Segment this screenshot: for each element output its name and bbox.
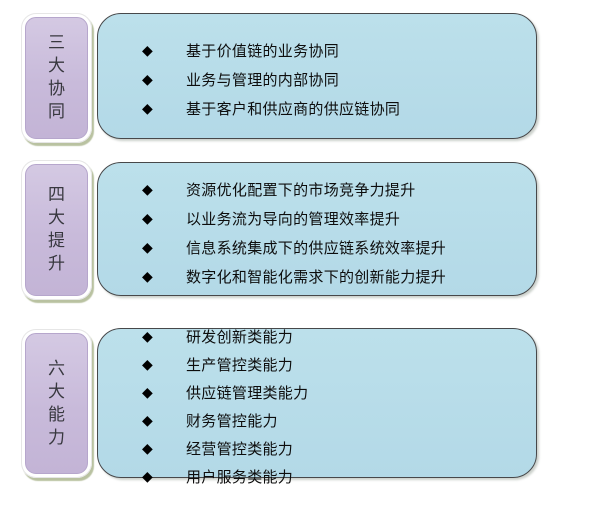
diamond-bullet-icon: ◆ — [142, 385, 153, 401]
list-item: ◆ 供应链管理类能力 — [142, 383, 520, 403]
bullet-text: 财务管控能力 — [186, 412, 278, 430]
label-inner-panel: 六大能力 — [25, 333, 88, 474]
section-label-six-capabilities: 六大能力 — [47, 358, 65, 448]
list-item: ◆ 生产管控类能力 — [142, 355, 520, 375]
bullet-text: 数字化和智能化需求下的创新能力提升 — [186, 267, 447, 286]
diamond-bullet-icon: ◆ — [142, 101, 153, 117]
section-label-three-collaborations: 三大协同 — [47, 33, 65, 122]
list-item: ◆ 财务管控能力 — [142, 411, 520, 431]
label-box-six-capabilities: 六大能力 — [21, 329, 92, 478]
label-inner-panel: 三大协同 — [25, 17, 88, 139]
bullet-text: 资源优化配置下的市场竞争力提升 — [186, 180, 416, 199]
diamond-bullet-icon: ◆ — [142, 329, 153, 345]
content-box-six-capabilities: ◆ 研发创新类能力 ◆ 生产管控类能力 ◆ 供应链管理类能力 ◆ 财务管控能力 … — [97, 328, 537, 486]
list-item: ◆ 用户服务类能力 — [142, 467, 520, 487]
diamond-bullet-icon: ◆ — [142, 413, 153, 429]
diamond-bullet-icon: ◆ — [142, 181, 153, 198]
bullet-text: 用户服务类能力 — [186, 468, 294, 486]
list-item: ◆ 数字化和智能化需求下的创新能力提升 — [142, 267, 520, 287]
label-inner-panel: 四大提升 — [25, 164, 88, 296]
bullet-text: 业务与管理的内部协同 — [186, 71, 340, 89]
section-label-four-improvements: 四大提升 — [47, 185, 65, 274]
diamond-bullet-icon: ◆ — [142, 239, 153, 256]
label-box-four-improvements: 四大提升 — [21, 160, 92, 300]
diamond-bullet-icon: ◆ — [142, 43, 153, 59]
label-box-three-collaborations: 三大协同 — [21, 13, 92, 143]
bullet-text: 基于客户和供应商的供应链协同 — [186, 100, 401, 118]
list-item: ◆ 基于客户和供应商的供应链协同 — [142, 99, 520, 119]
bullet-list: ◆ 基于价值链的业务协同 ◆ 业务与管理的内部协同 ◆ 基于客户和供应商的供应链… — [142, 41, 520, 119]
list-item: ◆ 资源优化配置下的市场竞争力提升 — [142, 180, 520, 200]
bullet-text: 信息系统集成下的供应链系统效率提升 — [186, 238, 447, 257]
list-item: ◆ 信息系统集成下的供应链系统效率提升 — [142, 238, 520, 258]
bullet-text: 以业务流为导向的管理效率提升 — [186, 209, 401, 228]
diamond-bullet-icon: ◆ — [142, 469, 153, 485]
diamond-bullet-icon: ◆ — [142, 72, 153, 88]
bullet-text: 经营管控类能力 — [186, 440, 294, 458]
diamond-bullet-icon: ◆ — [142, 210, 153, 227]
content-box-four-improvements: ◆ 资源优化配置下的市场竞争力提升 ◆ 以业务流为导向的管理效率提升 ◆ 信息系… — [97, 162, 537, 296]
list-item: ◆ 基于价值链的业务协同 — [142, 41, 520, 61]
bullet-text: 生产管控类能力 — [186, 356, 294, 374]
bullet-text: 研发创新类能力 — [186, 328, 294, 346]
content-box-three-collaborations: ◆ 基于价值链的业务协同 ◆ 业务与管理的内部协同 ◆ 基于客户和供应商的供应链… — [97, 13, 537, 139]
list-item: ◆ 经营管控类能力 — [142, 439, 520, 459]
bullet-text: 供应链管理类能力 — [186, 384, 309, 402]
diamond-bullet-icon: ◆ — [142, 268, 153, 285]
bullet-list: ◆ 研发创新类能力 ◆ 生产管控类能力 ◆ 供应链管理类能力 ◆ 财务管控能力 … — [142, 327, 520, 487]
list-item: ◆ 以业务流为导向的管理效率提升 — [142, 209, 520, 229]
list-item: ◆ 业务与管理的内部协同 — [142, 70, 520, 90]
diamond-bullet-icon: ◆ — [142, 357, 153, 373]
list-item: ◆ 研发创新类能力 — [142, 327, 520, 347]
diamond-bullet-icon: ◆ — [142, 441, 153, 457]
bullet-text: 基于价值链的业务协同 — [186, 42, 340, 60]
bullet-list: ◆ 资源优化配置下的市场竞争力提升 ◆ 以业务流为导向的管理效率提升 ◆ 信息系… — [142, 180, 520, 287]
